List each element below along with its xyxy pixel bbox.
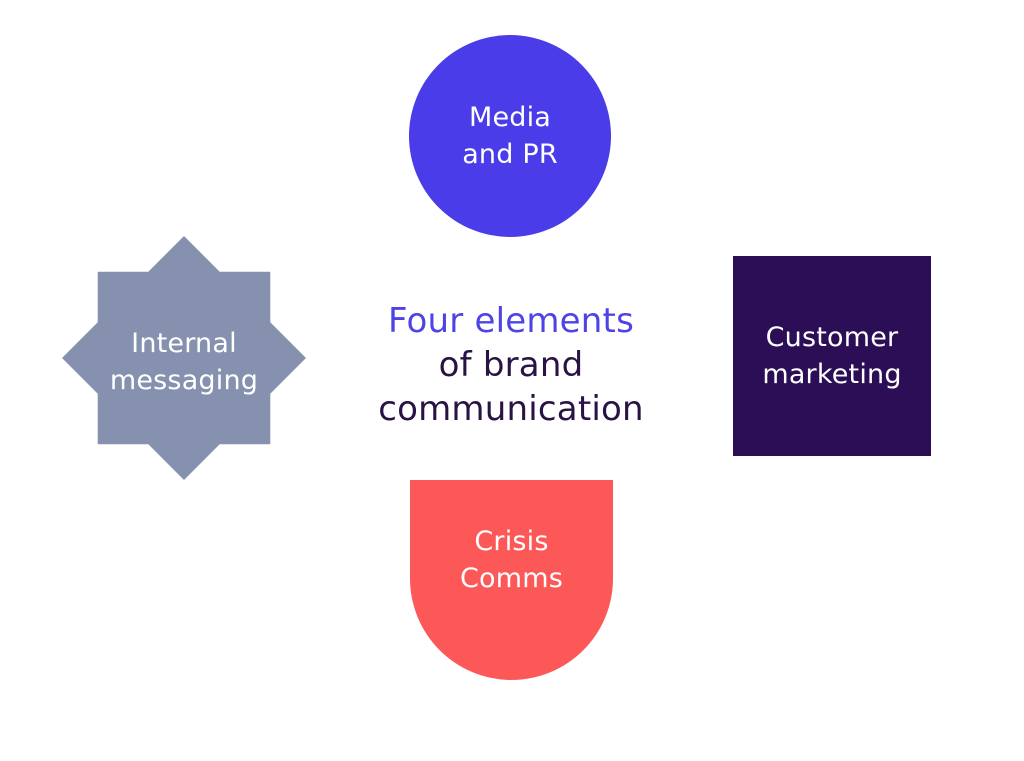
media-and-pr-label: Media and PR xyxy=(462,99,558,173)
diagram-title-line2: of brand xyxy=(438,345,584,385)
customer-marketing-label-line2: marketing xyxy=(762,359,902,390)
customer-marketing-label-line1: Customer xyxy=(765,322,899,353)
diagram-title-line3: communication xyxy=(378,389,644,429)
crisis-comms-label: Crisis Comms xyxy=(460,523,563,597)
media-and-pr-label-line1: Media xyxy=(468,102,552,133)
shape-internal-messaging-star: Internal messaging xyxy=(62,236,306,480)
internal-messaging-label-line1: Internal xyxy=(131,328,237,359)
customer-marketing-label: Customer marketing xyxy=(762,319,901,393)
crisis-comms-label-line1: Crisis xyxy=(474,526,549,557)
shape-customer-marketing-square: Customer marketing xyxy=(733,256,931,456)
crisis-comms-label-line2: Comms xyxy=(459,563,564,594)
internal-messaging-label: Internal messaging xyxy=(110,317,258,399)
diagram-title: Four elements of brand communication xyxy=(351,299,671,431)
diagram-title-line1: Four elements xyxy=(388,301,634,341)
internal-messaging-label-line2: messaging xyxy=(109,365,259,396)
eight-point-star-polygon xyxy=(62,236,306,480)
eight-point-star-icon xyxy=(62,236,306,480)
shape-crisis-comms-arch: Crisis Comms xyxy=(410,480,613,680)
media-and-pr-label-line2: and PR xyxy=(462,139,558,170)
shape-media-and-pr-circle: Media and PR xyxy=(409,35,611,237)
